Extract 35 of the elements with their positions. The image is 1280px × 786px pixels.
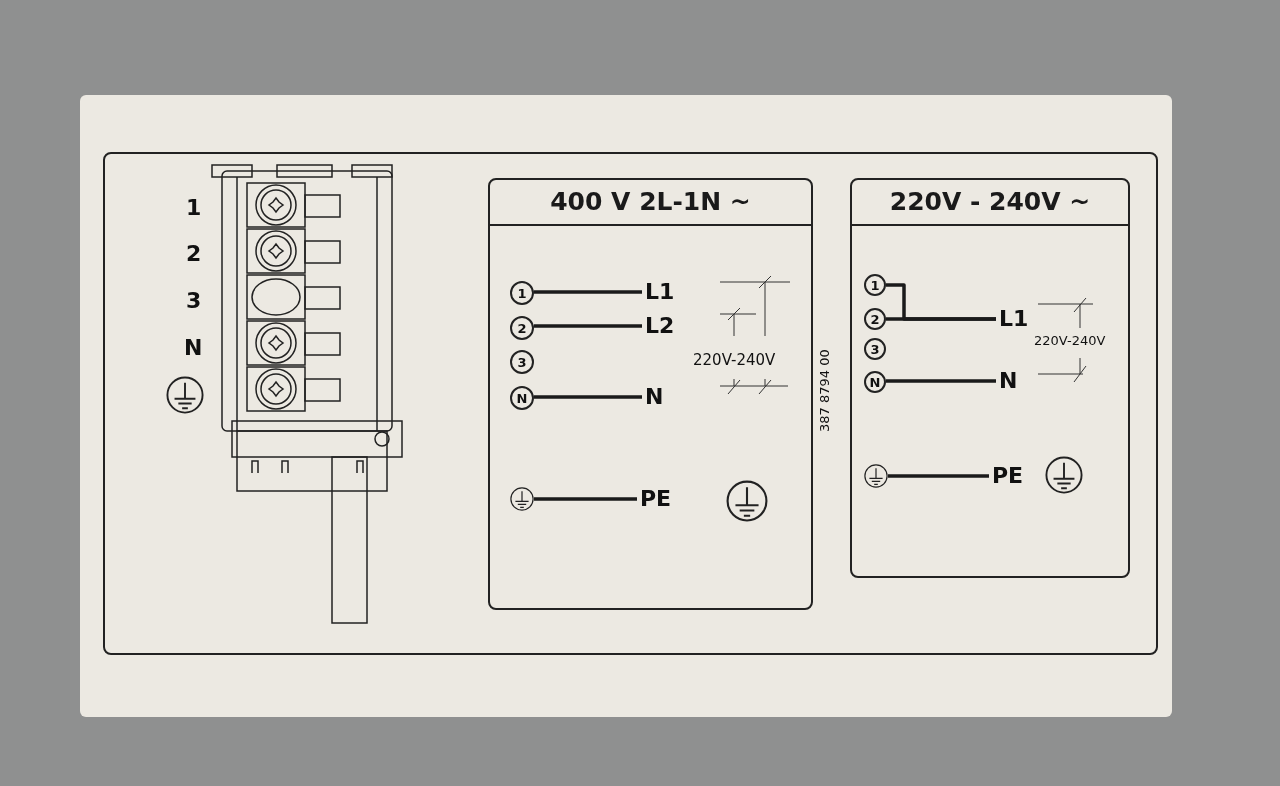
voltage-label: 220V-240V bbox=[1034, 334, 1106, 347]
terminal-number: 1 bbox=[186, 197, 202, 219]
panel-heading: 220V - 240V ~ bbox=[852, 180, 1128, 226]
panel-heading: 400 V 2L-1N ~ bbox=[490, 180, 811, 226]
part-number: 387 8794 00 bbox=[818, 349, 831, 432]
terminal-label: L1 bbox=[645, 281, 675, 303]
wiring-panel bbox=[850, 178, 1130, 578]
terminal-label: L2 bbox=[645, 315, 675, 337]
terminal-label: PE bbox=[992, 465, 1024, 487]
terminal-label: PE bbox=[640, 488, 672, 510]
terminal-label: N bbox=[999, 370, 1018, 392]
terminal-circle: 2 bbox=[864, 308, 886, 330]
voltage-label: 220V-240V bbox=[693, 353, 776, 368]
wire-line bbox=[886, 379, 996, 383]
earth-terminal-symbol bbox=[510, 487, 534, 511]
earth-terminal-symbol bbox=[864, 464, 888, 488]
terminal-circle: 1 bbox=[864, 274, 886, 296]
wire-line bbox=[534, 324, 642, 328]
terminal-label: N bbox=[645, 386, 664, 408]
wire-line bbox=[534, 290, 642, 294]
terminal-number: 3 bbox=[186, 290, 202, 312]
wire-line bbox=[886, 317, 996, 321]
terminal-label: L1 bbox=[999, 308, 1029, 330]
terminal-circle: 2 bbox=[510, 316, 534, 340]
terminal-circle: 3 bbox=[864, 338, 886, 360]
wire-line bbox=[888, 474, 989, 478]
wire-line bbox=[534, 395, 642, 399]
wire-line bbox=[534, 497, 637, 501]
terminal-circle: N bbox=[510, 386, 534, 410]
wiring-panel bbox=[488, 178, 813, 610]
terminal-circle: N bbox=[864, 371, 886, 393]
terminal-number: 2 bbox=[186, 243, 202, 265]
terminal-circle: 3 bbox=[510, 350, 534, 374]
terminal-circle: 1 bbox=[510, 281, 534, 305]
terminal-number: N bbox=[184, 337, 203, 359]
